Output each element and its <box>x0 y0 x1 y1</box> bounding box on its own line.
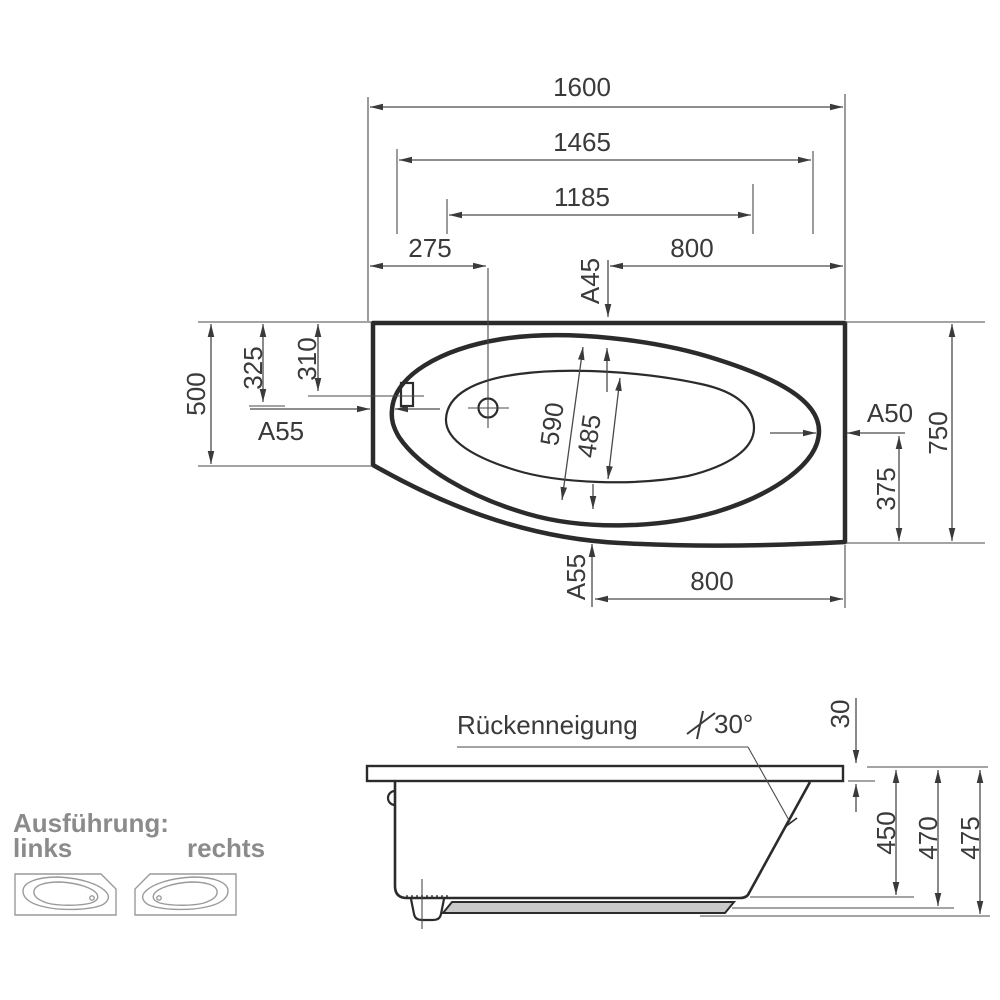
versions-left-label: links <box>13 833 72 863</box>
drain-foot <box>409 898 446 922</box>
rim-flange-bar <box>365 764 845 783</box>
angle-symbol-slash <box>686 712 716 735</box>
top-view-extension-lines <box>198 94 985 608</box>
label-470: 470 <box>913 816 943 859</box>
label-325: 325 <box>238 346 268 389</box>
label-485: 485 <box>571 412 607 459</box>
label-1600: 1600 <box>553 72 611 102</box>
label-1185: 1185 <box>554 182 610 212</box>
label-590: 590 <box>534 400 570 447</box>
label-30deg: 30° <box>714 709 753 739</box>
side-view: Rückenneigung 30° 30 450 470 475 <box>365 698 990 929</box>
version-left-icon <box>14 873 117 916</box>
support-base <box>440 901 737 914</box>
label-375: 375 <box>871 467 901 510</box>
label-500: 500 <box>181 372 211 415</box>
tub-basin-oval <box>444 369 756 484</box>
label-450: 450 <box>871 811 901 854</box>
label-800-bottom: 800 <box>690 566 733 596</box>
label-a45: A45 <box>575 258 605 304</box>
top-view-labels: 1600 1465 1185 275 800 A45 500 325 310 A… <box>181 72 953 600</box>
label-a50: A50 <box>867 398 913 428</box>
left-icon-drain <box>89 895 95 901</box>
label-a55-bottom: A55 <box>561 554 591 600</box>
label-1465: 1465 <box>553 127 611 157</box>
side-view-dimension-lines <box>700 698 990 917</box>
dim-line-590 <box>560 346 585 501</box>
tub-body-profile <box>393 781 812 900</box>
label-800-top: 800 <box>670 233 713 263</box>
tub-rim-oval <box>389 332 822 528</box>
label-750: 750 <box>923 411 953 454</box>
versions-right-label: rechts <box>187 833 265 863</box>
versions-block: Ausführung: links rechts <box>13 808 265 916</box>
top-view-dimension-lines <box>207 103 956 607</box>
version-right-icon <box>134 873 237 916</box>
right-icon-drain <box>156 895 162 901</box>
top-view: 1600 1465 1185 275 800 A45 500 325 310 A… <box>181 72 985 608</box>
overflow-bump <box>386 789 396 807</box>
tub-outer-outline <box>370 320 848 548</box>
label-rueckenneigung: Rückenneigung <box>457 710 638 740</box>
label-310: 310 <box>292 337 322 380</box>
side-view-labels: 30 450 470 475 <box>825 700 985 860</box>
dim-line-485 <box>606 377 622 480</box>
label-30: 30 <box>825 700 855 729</box>
versions-heading: Ausführung: <box>13 808 169 838</box>
back-slope-annotation: Rückenneigung 30° <box>457 709 798 828</box>
label-a55-left: A55 <box>258 416 304 446</box>
label-275: 275 <box>408 233 451 263</box>
label-475: 475 <box>955 816 985 859</box>
